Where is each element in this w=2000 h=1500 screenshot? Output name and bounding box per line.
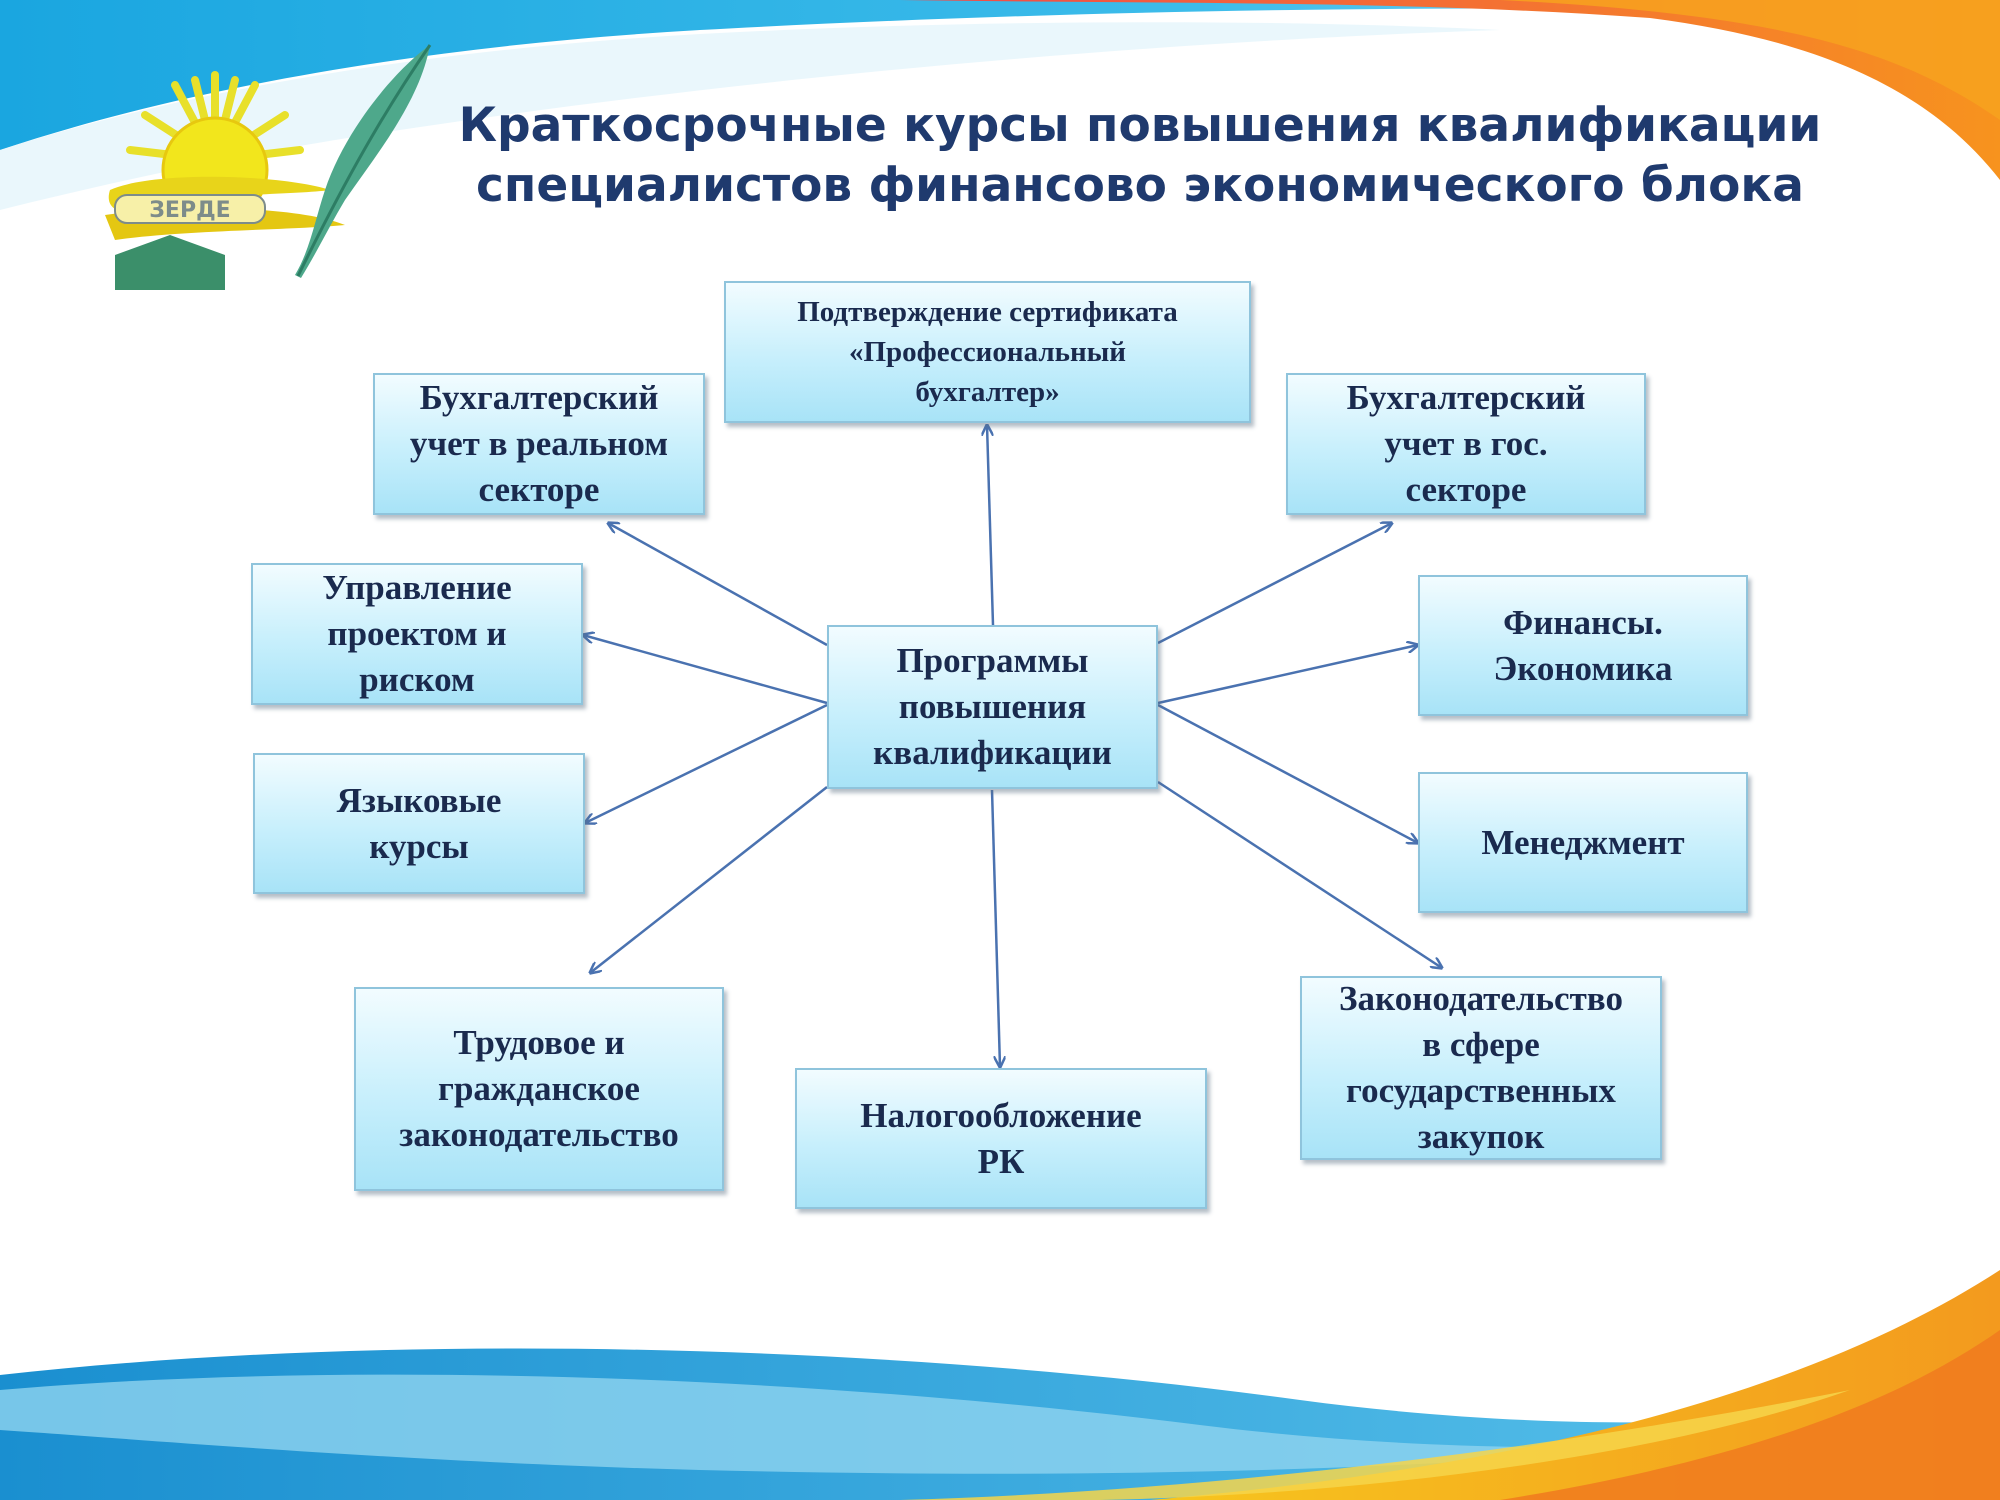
node-accounting-gov-sector: Бухгалтерский учет в гос. секторе: [1286, 373, 1646, 515]
arrow-to-project-risk: [583, 635, 828, 705]
node-certificate: Подтверждение сертификата «Профессиональ…: [724, 281, 1251, 423]
arrow-to-finance: [1157, 645, 1418, 705]
arrow-to-accounting-gov: [1157, 523, 1392, 645]
feather-icon: [295, 45, 430, 278]
arrow-to-management: [1157, 703, 1418, 843]
node-accounting-real-sector: Бухгалтерский учет в реальном секторе: [373, 373, 705, 515]
arrow-to-language: [585, 703, 828, 823]
node-finance-economics: Финансы. Экономика: [1418, 575, 1748, 716]
node-procurement-law: Законодательство в сфере государственных…: [1300, 976, 1662, 1160]
arrow-to-taxation: [990, 789, 1000, 1067]
node-center-programs: Программы повышения квалификации: [827, 625, 1158, 789]
arrow-to-certificate: [987, 425, 995, 626]
title-line-1: Краткосрочные курсы повышения квалификац…: [458, 98, 1822, 153]
node-management: Менеджмент: [1418, 772, 1748, 913]
node-language-courses: Языковые курсы: [253, 753, 585, 894]
node-taxation: Налогообложение РК: [795, 1068, 1207, 1209]
zerde-logo: ЗЕРДЕ: [105, 44, 432, 290]
node-project-risk: Управление проектом и риском: [251, 563, 583, 705]
title-line-2: специалистов финансово экономического бл…: [475, 158, 1805, 213]
arrow-to-labor-law: [590, 786, 828, 973]
arrow-to-accounting-real: [608, 523, 828, 647]
node-labor-civil-law: Трудовое и гражданское законодательство: [354, 987, 724, 1191]
book-icon: [115, 235, 225, 290]
page-title: Краткосрочные курсы повышения квалификац…: [430, 96, 1850, 216]
arrow-to-procurement: [1157, 780, 1442, 968]
svg-text:ЗЕРДЕ: ЗЕРДЕ: [149, 198, 230, 223]
